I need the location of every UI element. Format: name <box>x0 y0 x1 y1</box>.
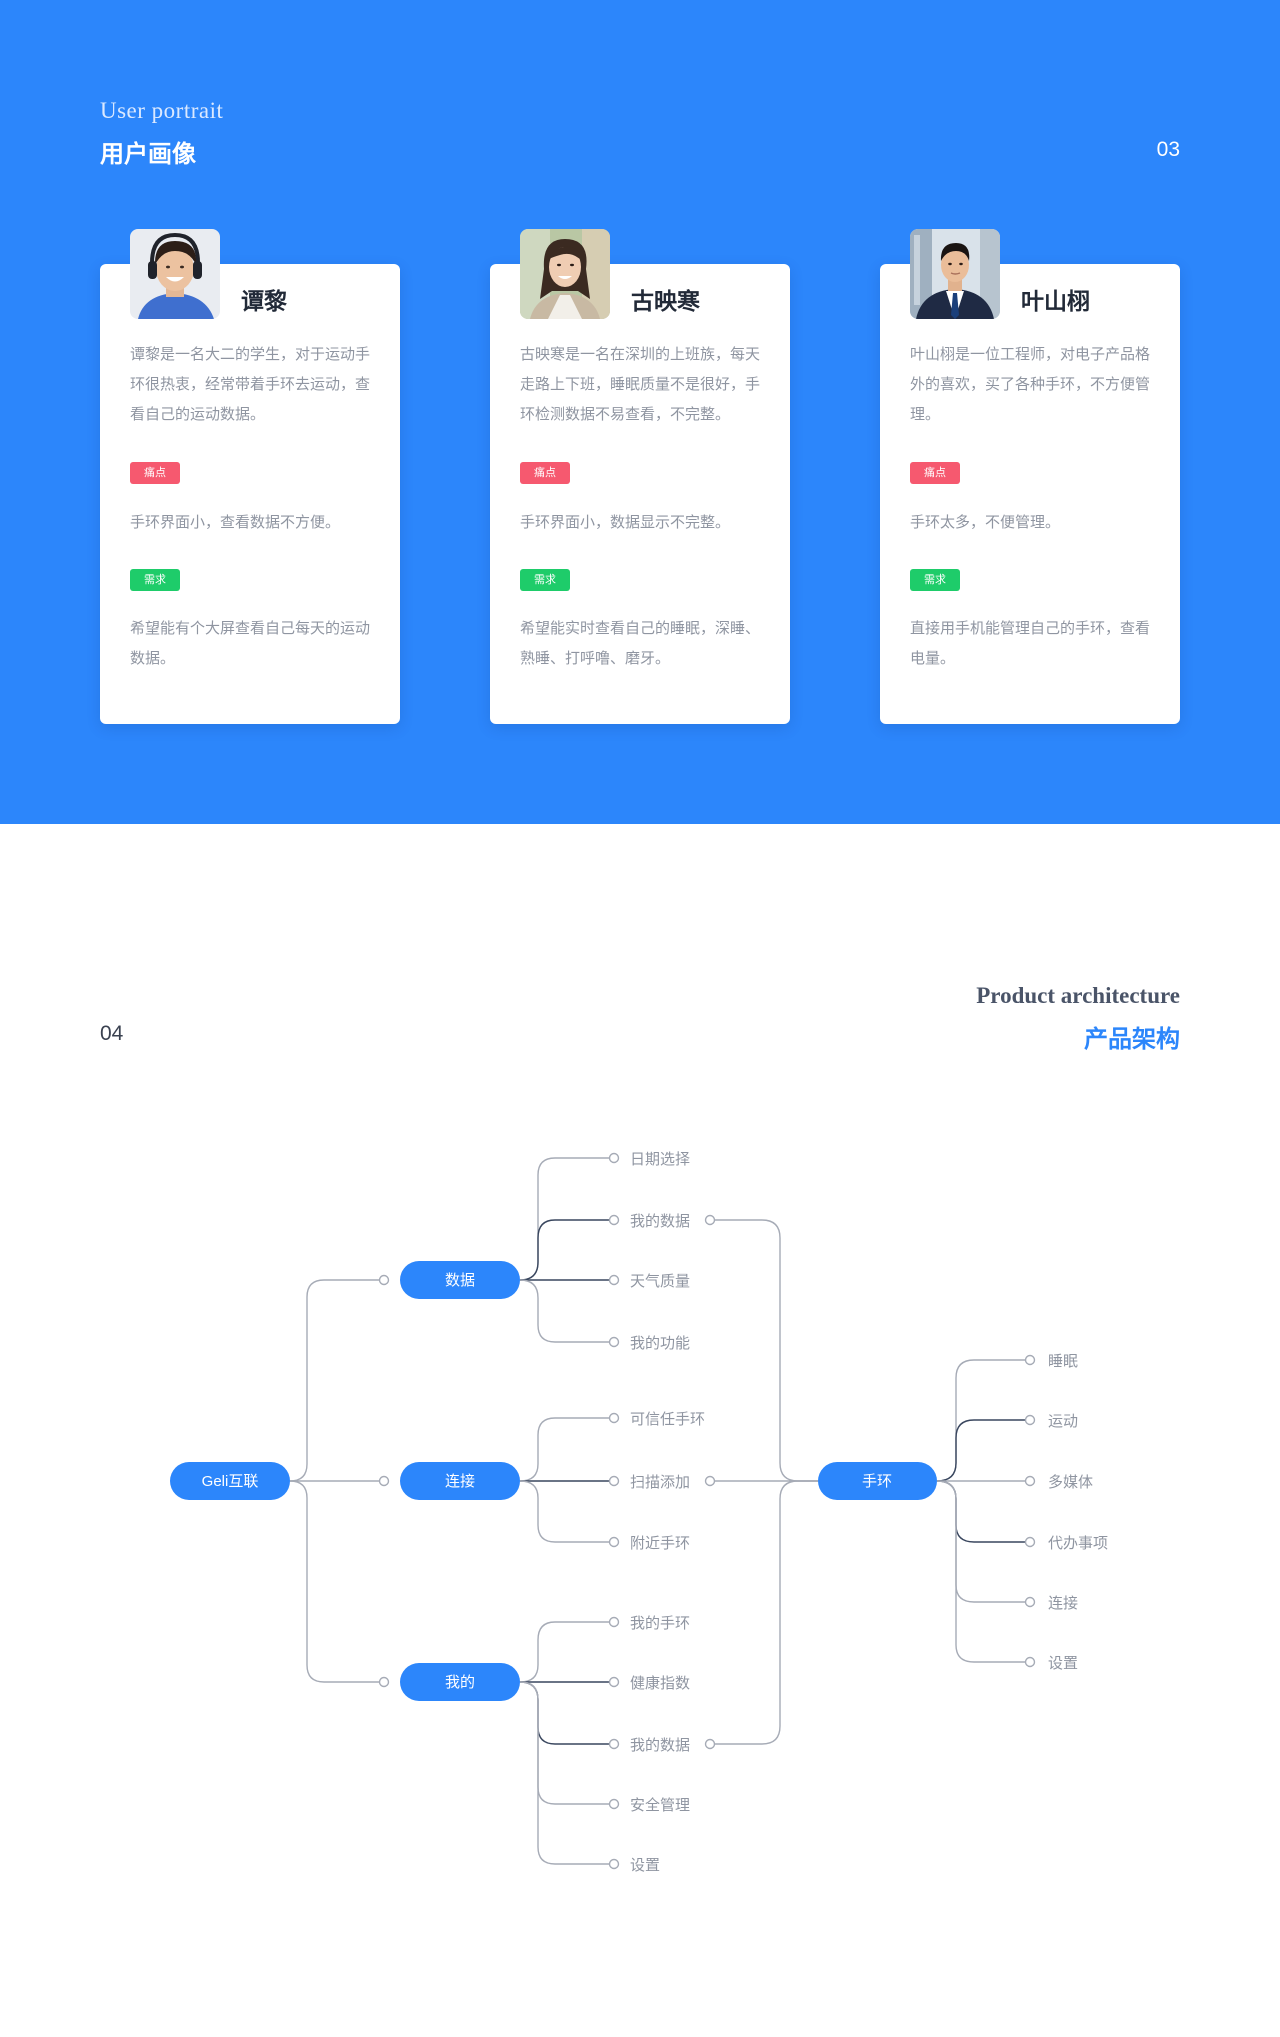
leaf-label: 扫描添加 <box>630 1474 690 1491</box>
architecture-title-en: Product architecture <box>976 983 1180 1008</box>
leaf-label: 代办事项 <box>1048 1535 1108 1552</box>
need-badge: 需求 <box>520 569 570 591</box>
leaf-label: 设置 <box>630 1857 660 1874</box>
leaf-label: 附近手环 <box>630 1535 690 1552</box>
leaf-label: 设置 <box>1048 1655 1078 1672</box>
branch-node-label: 我的 <box>445 1674 475 1691</box>
user-portrait-section: User portrait 用户画像 03 谭黎 谭黎是一名大二的学生，对于运动… <box>0 0 1280 824</box>
branch-node-label: 连接 <box>445 1473 475 1490</box>
persona-name: 古映寒 <box>631 288 700 315</box>
connector-dot <box>378 1676 390 1688</box>
root-node-label: Geli互联 <box>202 1473 259 1490</box>
branch-node-mine: 我的 <box>400 1663 520 1701</box>
woman-smiling-photo-icon <box>520 229 610 319</box>
leaf-label: 睡眠 <box>1048 1353 1078 1370</box>
leaf-label: 多媒体 <box>1048 1474 1093 1491</box>
connector-dot <box>378 1475 390 1487</box>
leaf-label: 日期选择 <box>630 1151 690 1168</box>
pain-point-text: 手环界面小，数据显示不完整。 <box>520 514 731 531</box>
pain-point-badge: 痛点 <box>910 462 960 484</box>
portrait-title-zh: 用户画像 <box>100 139 196 168</box>
architecture-title-zh: 产品架构 <box>1084 1024 1180 1053</box>
leaf-label: 我的手环 <box>630 1615 690 1632</box>
need-text: 直接用手机能管理自己的手环，查看电量。 <box>910 620 1151 667</box>
pain-point-text: 手环界面小，查看数据不方便。 <box>130 514 341 531</box>
leaf-label: 可信任手环 <box>630 1411 705 1428</box>
need-text: 希望能实时查看自己的睡眠，深睡、熟睡、打呼噜、磨牙。 <box>520 620 761 667</box>
need-text: 希望能有个大屏查看自己每天的运动数据。 <box>130 620 371 667</box>
leaf-label: 健康指数 <box>630 1675 690 1692</box>
connector-dot <box>378 1274 390 1286</box>
portrait-title-en: User portrait <box>100 98 224 123</box>
need-badge: 需求 <box>910 569 960 591</box>
persona-name: 谭黎 <box>241 288 287 315</box>
portrait-page-number: 03 <box>1156 138 1180 161</box>
pain-point-badge: 痛点 <box>520 462 570 484</box>
persona-name: 叶山栩 <box>1021 288 1090 315</box>
leaf-label: 天气质量 <box>630 1273 690 1290</box>
pain-point-text: 手环太多，不便管理。 <box>910 514 1061 531</box>
leaf-label: 我的数据 <box>630 1737 690 1754</box>
persona-description: 叶山栩是一位工程师，对电子产品格外的喜欢，买了各种手环，不方便管理。 <box>910 346 1151 423</box>
leaf-label: 我的功能 <box>630 1335 690 1352</box>
hub-node-label: 手环 <box>862 1473 892 1490</box>
persona-description: 谭黎是一名大二的学生，对于运动手环很热衷，经常带着手环去运动，查看自己的运动数据… <box>130 346 371 423</box>
branch-node-data: 数据 <box>400 1261 520 1299</box>
leaf-label: 运动 <box>1048 1413 1078 1430</box>
branch-node-label: 数据 <box>445 1272 475 1289</box>
persona-description: 古映寒是一名在深圳的上班族，每天走路上下班，睡眠质量不是很好，手环检测数据不易查… <box>520 346 761 423</box>
leaf-label: 我的数据 <box>630 1213 690 1230</box>
persona-card: 古映寒 古映寒是一名在深圳的上班族，每天走路上下班，睡眠质量不是很好，手环检测数… <box>490 229 790 724</box>
hub-node-band: 手环 <box>818 1462 937 1500</box>
persona-card: 叶山栩 叶山栩是一位工程师，对电子产品格外的喜欢，买了各种手环，不方便管理。 痛… <box>880 229 1180 724</box>
pain-point-badge: 痛点 <box>130 462 180 484</box>
leaf-label: 连接 <box>1048 1595 1078 1612</box>
branch-node-connect: 连接 <box>400 1462 520 1500</box>
boy-headphones-photo-icon <box>130 229 220 319</box>
architecture-page-number: 04 <box>100 1022 124 1045</box>
root-node: Geli互联 <box>170 1462 290 1500</box>
need-badge: 需求 <box>130 569 180 591</box>
leaf-label: 安全管理 <box>630 1796 690 1814</box>
persona-card: 谭黎 谭黎是一名大二的学生，对于运动手环很热衷，经常带着手环去运动，查看自己的运… <box>100 229 400 724</box>
businessman-suit-photo-icon <box>910 229 1000 319</box>
